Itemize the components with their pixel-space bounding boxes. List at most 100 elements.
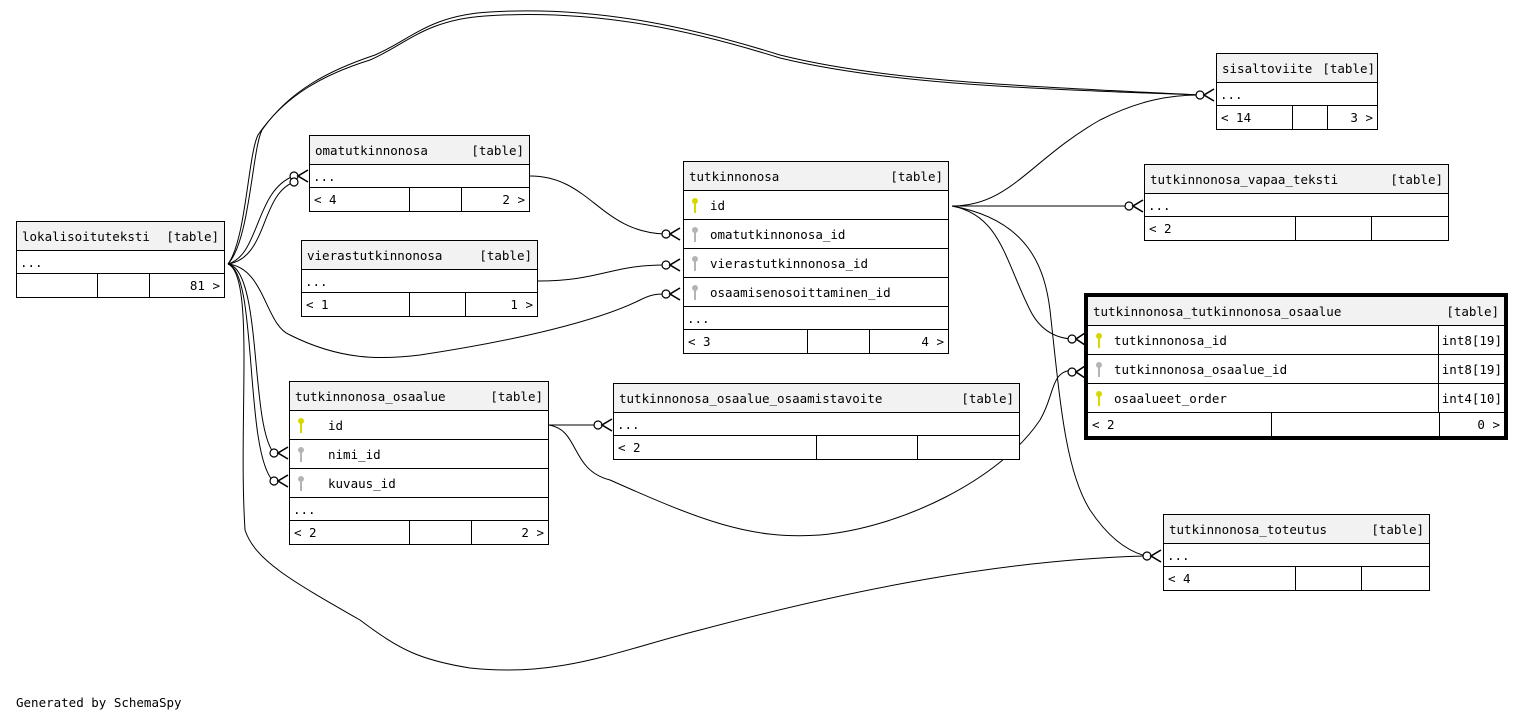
- primary-key-icon: [298, 417, 304, 433]
- child-count[interactable]: [1372, 217, 1448, 240]
- edge-lokalisoituteksti-omatutkinnonosa-2: [227, 181, 295, 265]
- column-name: osaalueet_order: [1114, 390, 1227, 406]
- parent-count[interactable]: < 2: [290, 521, 410, 544]
- column-name: id: [328, 417, 344, 433]
- column-row[interactable]: omatutkinnonosa_id: [684, 220, 948, 249]
- edge-lokalisoituteksti-osaalue-nimi: [227, 263, 274, 453]
- table-vierastutkinnonosa[interactable]: vierastutkinnonosa [table] ... < 1 1 >: [301, 240, 538, 317]
- table-kind: [table]: [1446, 303, 1499, 319]
- parent-count[interactable]: < 1: [302, 293, 410, 316]
- table-header[interactable]: tutkinnonosa_osaalue_osaamistavoite [tab…: [614, 384, 1019, 413]
- column-row[interactable]: kuvaus_id: [290, 469, 548, 498]
- column-row[interactable]: id: [684, 191, 948, 220]
- child-count[interactable]: 1 >: [510, 297, 533, 312]
- child-count[interactable]: 2 >: [502, 192, 525, 207]
- table-kind: [table]: [1322, 60, 1375, 76]
- table-name: vierastutkinnonosa: [307, 247, 443, 263]
- column-row[interactable]: tutkinnonosa_osaalue_id int8[19]: [1088, 355, 1504, 384]
- foreign-key-icon: [692, 226, 698, 242]
- column-type: int8[19]: [1437, 355, 1504, 383]
- table-lokalisoituteksti[interactable]: lokalisoituteksti [table] ... 81 >: [16, 221, 225, 298]
- table-footer: < 2 0 >: [1088, 413, 1504, 436]
- column-name: tutkinnonosa_osaalue_id: [1114, 361, 1288, 377]
- column-type: int4[10]: [1437, 384, 1504, 412]
- parent-count[interactable]: < 2: [1145, 217, 1296, 240]
- column-row[interactable]: osaamisenosoittaminen_id: [684, 278, 948, 307]
- column-row[interactable]: tutkinnonosa_id int8[19]: [1088, 326, 1504, 355]
- footer-spacer: [1272, 413, 1440, 436]
- primary-key-icon: [692, 197, 698, 213]
- more-columns: ...: [1145, 194, 1448, 217]
- more-columns: ...: [1164, 544, 1429, 567]
- parent-count[interactable]: < 3: [684, 330, 808, 353]
- table-footer: < 1 1 >: [302, 293, 537, 316]
- child-count[interactable]: 2 >: [521, 525, 544, 540]
- column-name: osaamisenosoittaminen_id: [710, 284, 891, 300]
- table-header[interactable]: tutkinnonosa [table]: [684, 162, 948, 191]
- column-row[interactable]: vierastutkinnonosa_id: [684, 249, 948, 278]
- table-name: tutkinnonosa_osaalue_osaamistavoite: [619, 390, 883, 406]
- table-sisaltoviite[interactable]: sisaltoviite [table] ... < 14 3 >: [1216, 53, 1378, 130]
- table-header[interactable]: tutkinnonosa_tutkinnonosa_osaalue [table…: [1088, 297, 1504, 326]
- marker-toteutus: [1142, 551, 1152, 561]
- table-header[interactable]: vierastutkinnonosa [table]: [302, 241, 537, 270]
- table-kind: [table]: [471, 142, 524, 158]
- more-columns: ...: [302, 270, 537, 293]
- table-tutkinnonosa-vapaa-teksti[interactable]: tutkinnonosa_vapaa_teksti [table] ... < …: [1144, 164, 1449, 241]
- child-count[interactable]: [918, 436, 1019, 459]
- child-count[interactable]: [1362, 567, 1429, 590]
- marker-ttosaalue-1: [1067, 334, 1077, 344]
- column-name: omatutkinnonosa_id: [710, 226, 846, 242]
- table-header[interactable]: tutkinnonosa_osaalue [table]: [290, 382, 548, 411]
- table-footer: 81 >: [17, 274, 224, 297]
- parent-count[interactable]: [17, 274, 98, 297]
- foreign-key-icon: [692, 284, 698, 300]
- table-header[interactable]: omatutkinnonosa [table]: [310, 136, 529, 165]
- footer-spacer: [1296, 567, 1362, 590]
- child-count[interactable]: 4 >: [921, 334, 944, 349]
- table-header[interactable]: tutkinnonosa_vapaa_teksti [table]: [1145, 165, 1448, 194]
- foreign-key-icon: [298, 446, 304, 462]
- column-name: id: [710, 197, 726, 213]
- more-columns: ...: [290, 498, 548, 521]
- table-header[interactable]: tutkinnonosa_toteutus [table]: [1164, 515, 1429, 544]
- table-footer: < 3 4 >: [684, 330, 948, 353]
- table-name: tutkinnonosa_toteutus: [1169, 521, 1328, 537]
- table-tutkinnonosa[interactable]: tutkinnonosa [table] id omatutkinnonosa_…: [683, 161, 949, 354]
- more-columns: ...: [310, 165, 529, 188]
- column-name: tutkinnonosa_id: [1114, 332, 1227, 348]
- primary-key-icon: [1096, 332, 1102, 348]
- table-footer: < 2: [614, 436, 1019, 459]
- column-row[interactable]: nimi_id: [290, 440, 548, 469]
- parent-count[interactable]: < 2: [1088, 413, 1272, 436]
- table-footer: < 2: [1145, 217, 1448, 240]
- table-name: omatutkinnonosa: [315, 142, 428, 158]
- column-name: kuvaus_id: [328, 475, 396, 491]
- table-header[interactable]: lokalisoituteksti [table]: [17, 222, 224, 251]
- footer-spacer: [1296, 217, 1372, 240]
- column-row[interactable]: id: [290, 411, 548, 440]
- more-columns: ...: [17, 251, 224, 274]
- table-omatutkinnonosa[interactable]: omatutkinnonosa [table] ... < 4 2 >: [309, 135, 530, 212]
- table-tutkinnonosa-osaalue[interactable]: tutkinnonosa_osaalue [table] id nimi_id …: [289, 381, 549, 545]
- marker-omatutkinnonosa-a: [289, 171, 299, 181]
- parent-count[interactable]: < 2: [614, 436, 817, 459]
- table-header[interactable]: sisaltoviite [table]: [1217, 54, 1377, 83]
- column-row[interactable]: osaalueet_order int4[10]: [1088, 384, 1504, 413]
- marker-ttosaalue-2: [1067, 367, 1077, 377]
- table-tutkinnonosa-tutkinnonosa-osaalue[interactable]: tutkinnonosa_tutkinnonosa_osaalue [table…: [1084, 293, 1508, 440]
- parent-count[interactable]: < 14: [1217, 106, 1293, 129]
- child-count[interactable]: 81 >: [189, 278, 220, 293]
- column-name: vierastutkinnonosa_id: [710, 255, 869, 271]
- edge-lokalisoituteksti-omatutkinnonosa: [227, 175, 295, 265]
- table-tutkinnonosa-osaalue-osaamistavoite[interactable]: tutkinnonosa_osaalue_osaamistavoite [tab…: [613, 383, 1020, 460]
- child-count[interactable]: 0 >: [1477, 417, 1500, 432]
- parent-count[interactable]: < 4: [310, 188, 410, 211]
- parent-count[interactable]: < 4: [1164, 567, 1296, 590]
- table-tutkinnonosa-toteutus[interactable]: tutkinnonosa_toteutus [table] ... < 4: [1163, 514, 1430, 591]
- foreign-key-icon: [692, 255, 698, 271]
- child-count[interactable]: 3 >: [1350, 110, 1373, 125]
- footer-spacer: [817, 436, 918, 459]
- edge-omatutkinnonosa-tutkinnonosa: [529, 175, 666, 235]
- marker-omatutkinnonosa-b: [289, 177, 299, 187]
